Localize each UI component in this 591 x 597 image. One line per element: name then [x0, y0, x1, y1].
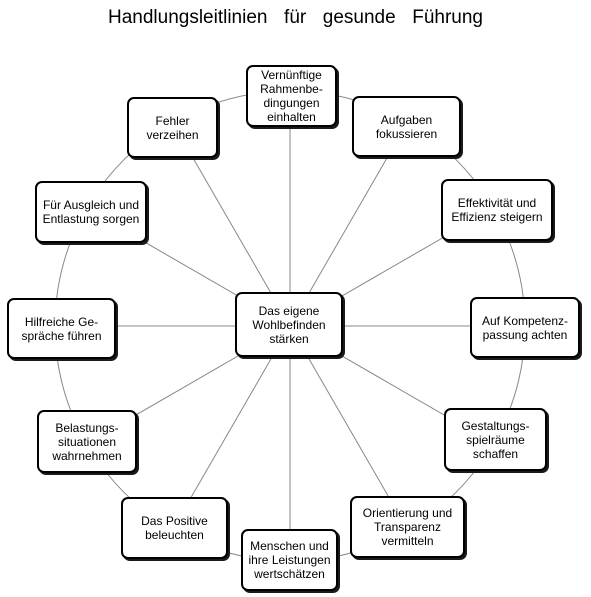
- node-positive: Das Positive beleuchten: [121, 497, 228, 559]
- node-label: Hilfreiche Ge- spräche führen: [21, 314, 102, 343]
- node-effektivitaet: Effektivität und Effizienz steigern: [441, 179, 553, 241]
- node-orientierung: Orientierung und Transparenz vermitteln: [350, 496, 465, 558]
- node-kompetenzpassung: Auf Kompetenz- passung achten: [470, 297, 580, 358]
- node-label: Orientierung und Transparenz vermitteln: [362, 506, 453, 548]
- node-label: Vernünftige Rahmenbe- dingungen einhalte…: [260, 68, 323, 124]
- node-label: Fehler verzeihen: [146, 113, 199, 142]
- node-belastungssituationen: Belastungs- situationen wahrnehmen: [37, 410, 137, 473]
- node-gestaltungsspielraeume: Gestaltungs- spielräume schaffen: [444, 408, 547, 471]
- node-label: Das Positive beleuchten: [141, 514, 208, 542]
- node-aufgaben: Aufgaben fokussieren: [352, 96, 461, 157]
- spoke-line: [172, 325, 291, 530]
- node-label: Menschen und ihre Leistungen wertschätze…: [248, 539, 331, 581]
- node-ausgleich: Für Ausgleich und Entlastung sorgen: [35, 181, 147, 243]
- node-fehler: Fehler verzeihen: [127, 97, 218, 158]
- node-rahmenbedingungen: Vernünftige Rahmenbe- dingungen einhalte…: [246, 65, 337, 127]
- node-label: Belastungs- situationen wahrnehmen: [52, 420, 122, 463]
- node-wertschaetzen: Menschen und ihre Leistungen wertschätze…: [241, 529, 338, 591]
- node-label: Effektivität und Effizienz steigern: [451, 196, 543, 224]
- center-node-label: Das eigene Wohlbefinden stärken: [252, 303, 326, 346]
- node-label: Auf Kompetenz- passung achten: [481, 313, 569, 342]
- node-label: Für Ausgleich und Entlastung sorgen: [42, 198, 140, 226]
- node-gespraeche: Hilfreiche Ge- spräche führen: [7, 298, 116, 359]
- spoke-line: [289, 325, 408, 530]
- center-node: Das eigene Wohlbefinden stärken: [235, 292, 343, 357]
- diagram-title: Handlungsleitlinien für gesunde Führung: [107, 7, 483, 28]
- node-label: Gestaltungs- spielräume schaffen: [461, 418, 530, 461]
- node-label: Aufgaben fokussieren: [375, 112, 438, 141]
